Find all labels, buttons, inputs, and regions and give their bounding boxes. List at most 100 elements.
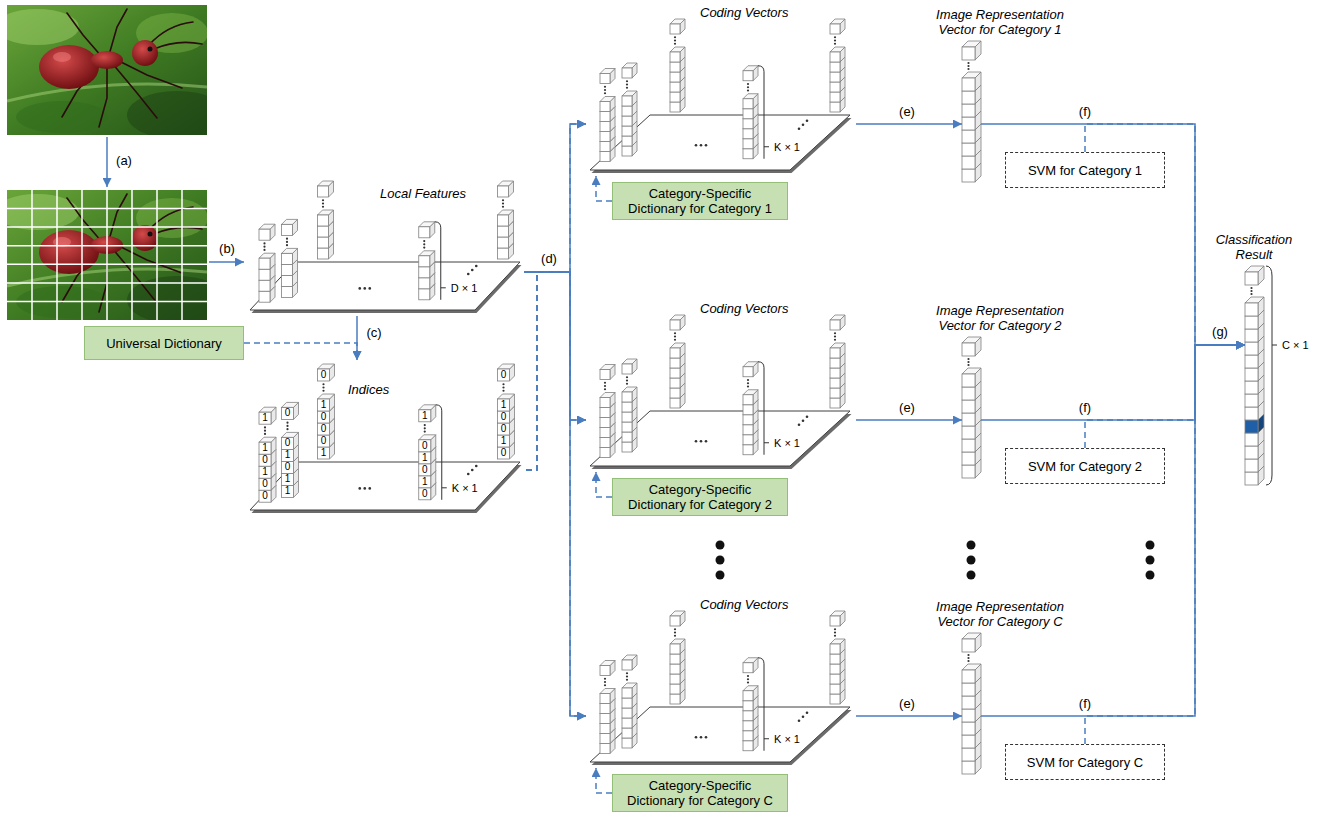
- cube: [282, 402, 299, 419]
- cube-front: [670, 674, 680, 684]
- ellipsis-dot: [322, 206, 324, 208]
- dimension-bracket: [758, 362, 769, 455]
- ellipsis-dot: [626, 87, 628, 89]
- cube: [830, 315, 845, 330]
- ellipsis-dot: [264, 430, 266, 432]
- cube: [259, 224, 275, 240]
- cube-grid: [250, 364, 522, 513]
- cube-top: [830, 611, 845, 616]
- cube-front: [282, 224, 293, 235]
- cube: [498, 181, 514, 197]
- ellipsis-dot: [695, 736, 698, 739]
- platform: [590, 707, 850, 762]
- ellipsis-dot: [475, 465, 478, 468]
- cube-front: [830, 644, 840, 654]
- ellipsis-dot: [626, 376, 628, 378]
- cube-front: [282, 485, 294, 497]
- cube: [670, 343, 685, 358]
- ellipsis-dot: [967, 361, 969, 363]
- cube-front: [622, 392, 632, 402]
- index-digit: 0: [419, 464, 431, 476]
- ellipsis-dot: [424, 427, 426, 429]
- cube: [962, 664, 981, 683]
- edge-label: (f): [1077, 400, 1093, 415]
- cube: [600, 69, 615, 84]
- box-text: SVM for Category C: [1027, 755, 1143, 770]
- ellipsis-dot: [705, 440, 708, 443]
- cube-front: [318, 423, 330, 435]
- cube-top: [498, 181, 514, 186]
- ellipsis-dot: [747, 86, 749, 88]
- cube-front: [830, 92, 840, 102]
- flow-connector: [524, 272, 586, 716]
- cube-front: [962, 696, 975, 709]
- cube: [318, 210, 334, 226]
- ellipsis-dot: [322, 199, 324, 201]
- cube-front: [600, 122, 610, 132]
- cube-front: [622, 718, 632, 728]
- cube: [600, 365, 615, 380]
- cube-front: [419, 278, 430, 289]
- ellipsis-dot: [747, 89, 749, 91]
- cube-grid: [590, 19, 852, 173]
- dashed-connector: [244, 343, 357, 360]
- ellipsis-dot: [967, 62, 969, 64]
- cube: [419, 435, 436, 452]
- flow-connector: [981, 345, 1245, 420]
- index-digit: 0: [259, 478, 271, 490]
- cube-front: [318, 399, 330, 411]
- cube-front: [743, 445, 753, 455]
- ellipsis-dot: [263, 249, 265, 251]
- box-text: SVM for Category 2: [1028, 459, 1142, 474]
- heading-text: Local Features: [380, 186, 466, 201]
- cube-top: [318, 210, 334, 215]
- ellipsis-dot: [747, 83, 749, 85]
- ellipsis-dot: [802, 715, 805, 718]
- cube: [622, 683, 637, 698]
- dimension-bracket: [758, 66, 769, 159]
- cube-front: [962, 143, 975, 156]
- cube-top: [318, 181, 334, 186]
- cube: [600, 689, 615, 704]
- cube-front: [962, 413, 975, 426]
- cube-front: [600, 714, 610, 724]
- ellipsis-dot: [286, 244, 288, 246]
- cube-front: [1245, 329, 1258, 342]
- ellipsis-dot: [834, 43, 836, 45]
- coding-grid: Coding Vectors: [586, 4, 856, 176]
- box-text: Category-Specific Dictionary for Categor…: [621, 778, 779, 808]
- cube-front: [600, 744, 610, 754]
- cube-front: [670, 684, 680, 694]
- cube-front: [743, 691, 753, 701]
- cube-top: [962, 368, 981, 374]
- dimension-label: K × 1: [772, 140, 802, 153]
- ellipsis-dot: [626, 679, 628, 681]
- ellipsis-dot: [806, 119, 809, 122]
- cube-front: [830, 616, 840, 626]
- cube-front: [282, 264, 293, 275]
- cube-front: [622, 412, 632, 422]
- cube-top: [282, 248, 298, 253]
- ellipsis-dot: [1250, 293, 1252, 295]
- cube-front: [962, 169, 975, 182]
- cube: [830, 639, 845, 654]
- connectors: [244, 124, 1245, 793]
- cube: [830, 47, 845, 62]
- cube-front: [830, 674, 840, 684]
- ellipsis-dot: [604, 681, 606, 683]
- ellipsis-dot: [604, 86, 606, 88]
- ellipsis-dot: [502, 383, 504, 385]
- ellipsis-dot: [798, 719, 801, 722]
- index-digit: 1: [282, 449, 294, 461]
- ellipsis-dot: [674, 39, 676, 41]
- cube-front: [1245, 303, 1258, 316]
- cube-front: [622, 422, 632, 432]
- coding-grid: Coding Vectors: [586, 596, 856, 768]
- cube-front: [318, 369, 330, 381]
- cube-top: [622, 91, 637, 96]
- index-digit: 0: [419, 488, 431, 500]
- cube-front: [670, 388, 680, 398]
- continuation-dot: [716, 541, 725, 550]
- index-digit: 0: [498, 411, 510, 423]
- cube-front: [498, 248, 509, 259]
